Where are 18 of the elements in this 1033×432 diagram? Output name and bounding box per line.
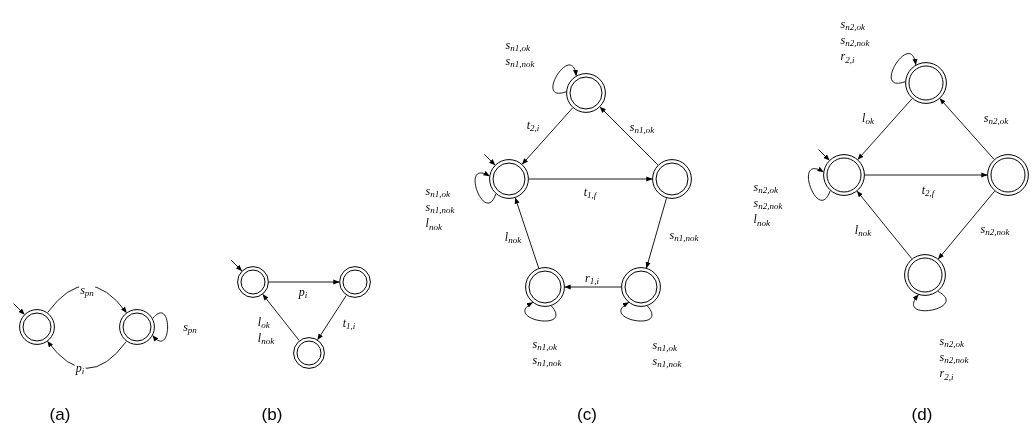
panel-caption: (b): [261, 404, 283, 427]
panel-caption: (c): [577, 404, 597, 427]
double-circle-state: [987, 154, 1029, 196]
double-circle-state: [823, 154, 865, 196]
double-circle-state: [566, 73, 606, 113]
double-circle-state: [904, 254, 946, 296]
panel-caption: (a): [49, 404, 71, 427]
double-circle-state: [489, 159, 529, 199]
double-circle-state: [237, 266, 269, 298]
double-circle-state: [525, 267, 565, 307]
double-circle-state: [119, 309, 155, 345]
panel-caption: (d): [911, 404, 933, 427]
double-circle-state: [652, 159, 692, 199]
double-circle-state: [293, 337, 325, 369]
double-circle-state: [905, 62, 947, 104]
double-circle-state: [339, 266, 371, 298]
double-circle-state: [19, 309, 55, 345]
double-circle-state: [621, 267, 661, 307]
